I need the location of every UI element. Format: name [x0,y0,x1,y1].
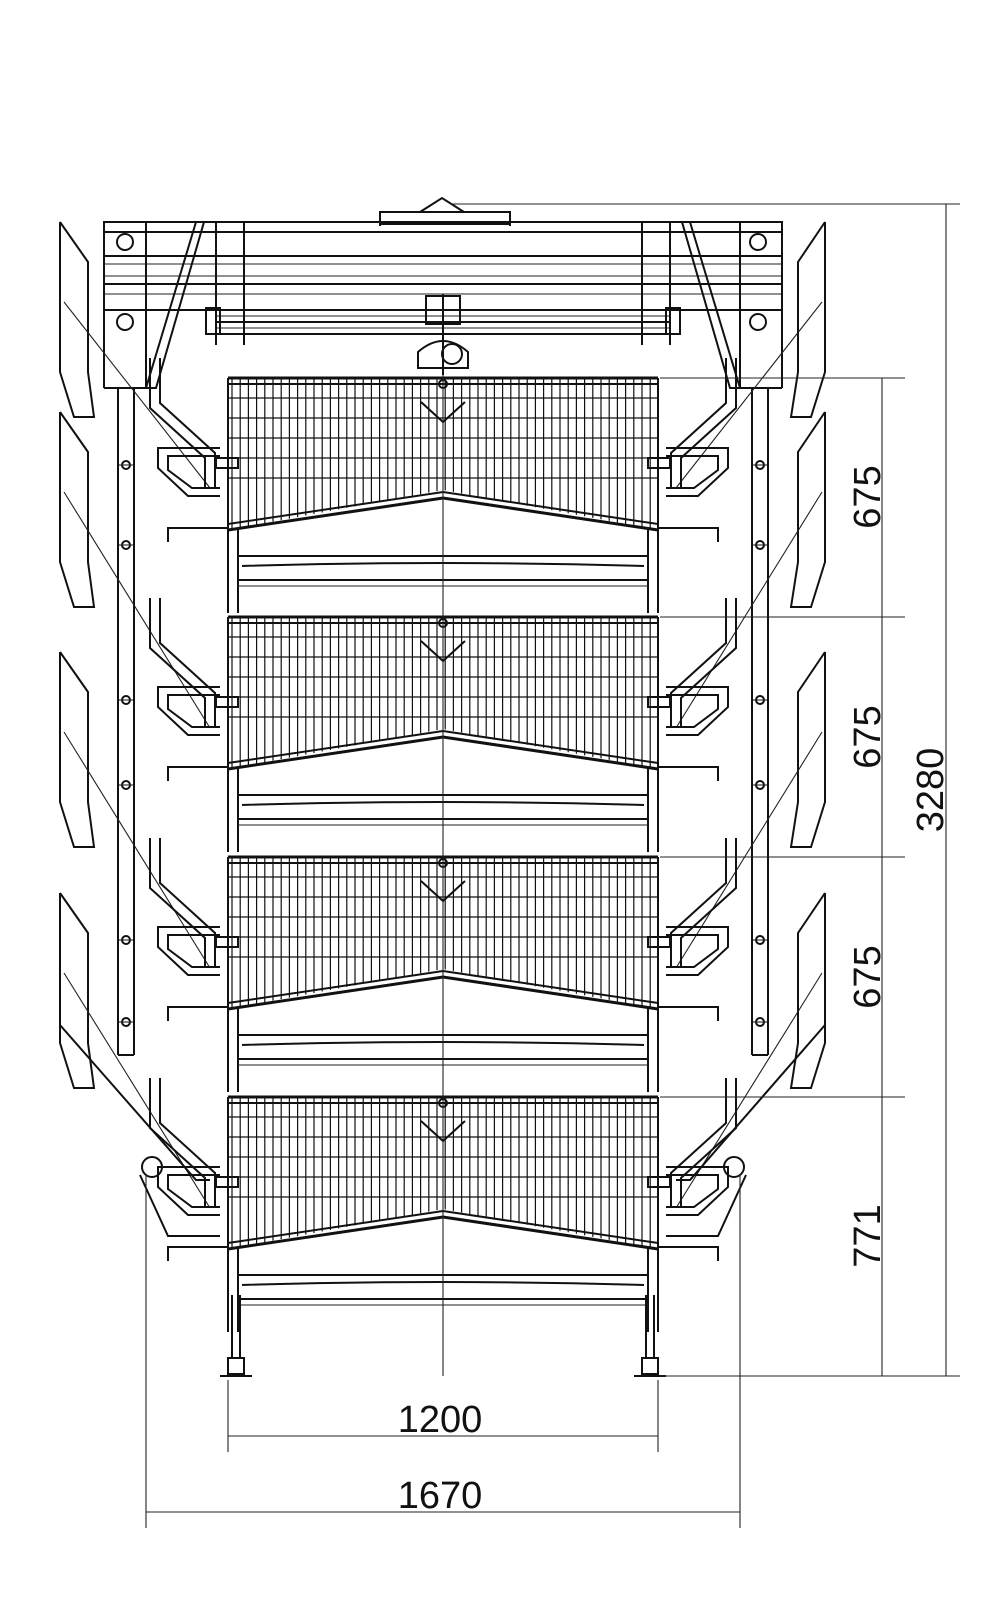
right-bracket [647,1176,671,1188]
right-bracket [647,936,671,948]
left-feed-trough-inner [167,1174,220,1208]
side-duct-1 [789,221,826,418]
right-feed-trough [666,1166,729,1216]
side-duct-3 [59,651,96,848]
bottom-outer-duct [676,898,826,1181]
right-egg-tray [658,1246,719,1261]
side-duct-3 [789,651,826,848]
feed-pipe-1 [675,301,823,489]
bottom-outer-duct [59,898,210,1181]
cage-tier-2 [157,615,729,852]
right-feed-trough-inner [666,455,719,489]
left-side-structure [59,221,220,1237]
support-legs [220,1295,666,1377]
side-duct-1 [59,221,96,418]
right-bracket [647,696,671,708]
left-feed-trough-inner [167,694,220,728]
inner-chute-1 [680,358,737,488]
left-feed-trough [157,447,220,497]
inner-chute-3 [149,838,206,968]
tier-1-height-label: 675 [847,465,889,528]
inner-chute-wall-1 [670,358,727,488]
left-egg-tray [167,1246,228,1261]
left-feed-trough [157,1166,220,1216]
bottom-chute [139,1174,220,1237]
left-feed-trough-inner [167,455,220,489]
cage-mesh [228,857,658,1009]
cage-mesh [228,378,658,530]
inner-chute-wall-3 [670,838,727,968]
left-feed-trough-inner [167,934,220,968]
side-duct-2 [59,411,96,608]
cage-mesh [228,617,658,769]
bottom-chute [666,1174,747,1237]
side-duct-4 [789,892,826,1089]
cage-mesh [228,1097,658,1249]
inner-chute-3 [680,838,737,968]
right-feed-trough-inner [666,1174,719,1208]
left-egg-tray [167,1006,228,1021]
tier-4-height-label: 771 [847,1204,889,1267]
left-feed-trough [157,686,220,736]
inner-chute-wall-4 [670,1078,727,1208]
left-bracket [215,457,239,469]
feed-pipe-4 [63,972,211,1209]
side-duct-4 [59,892,96,1089]
left-bracket [215,696,239,708]
inner-chute-4 [680,1078,737,1208]
top-slanted-beam [144,221,206,389]
left-egg-tray [167,527,228,542]
inner-chute-wall-2 [670,598,727,728]
inner-chute-wall-3 [159,838,216,968]
right-feed-trough-inner [666,694,719,728]
inner-chute-2 [149,598,206,728]
left-bracket [215,1176,239,1188]
outer-width-label: 1670 [398,1475,483,1517]
dimension-lines [145,203,960,1528]
top-slanted-beam [680,221,742,389]
right-egg-tray [658,1006,719,1021]
right-egg-tray [658,527,719,542]
right-egg-tray [658,766,719,781]
total-height-label: 3280 [910,748,952,833]
feed-pipe-1 [63,301,211,489]
left-feed-trough [157,926,220,976]
cage-tier-4 [157,1095,729,1332]
right-feed-trough [666,926,729,976]
right-bracket [647,457,671,469]
feed-pipe-3 [675,731,823,969]
right-feed-trough [666,447,729,497]
right-side-structure [666,221,826,1237]
inner-chute-wall-4 [159,1078,216,1208]
side-duct-2 [789,411,826,608]
feed-pipe-2 [63,491,211,729]
inner-chute-2 [680,598,737,728]
left-bracket [215,936,239,948]
tier-2-height-label: 675 [847,705,889,768]
dimension-labels: 675 675 675 771 3280 1200 1670 [398,465,952,1517]
inner-chute-1 [149,358,206,488]
inner-chute-wall-1 [159,358,216,488]
inner-width-label: 1200 [398,1399,483,1441]
inner-chute-4 [149,1078,206,1208]
feed-pipe-4 [675,972,823,1209]
feed-pipe-2 [675,491,823,729]
tier-3-height-label: 675 [847,945,889,1008]
right-feed-trough-inner [666,934,719,968]
right-feed-trough [666,686,729,736]
inner-chute-wall-2 [159,598,216,728]
left-egg-tray [167,766,228,781]
feed-pipe-3 [63,731,211,969]
top-frame [103,196,783,389]
